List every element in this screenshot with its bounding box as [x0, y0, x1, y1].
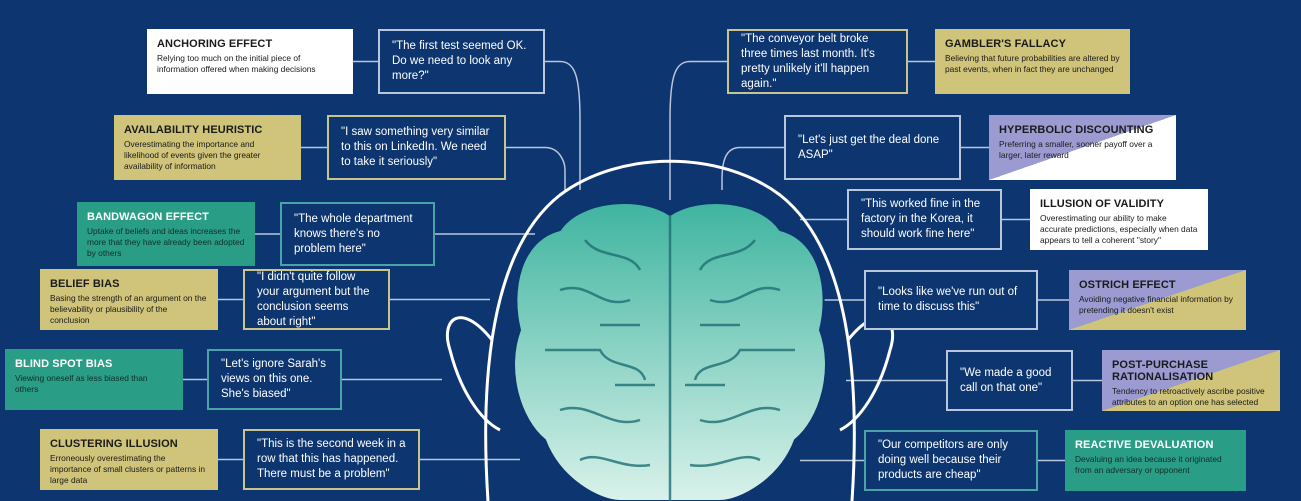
bias-definition: Viewing oneself as less biased than othe…: [15, 373, 148, 394]
bias-name: GAMBLER'S FALLACY: [945, 38, 1067, 50]
brain-icon: [513, 202, 827, 501]
quote-box-availability-heuristic: "I saw something very similar to this on…: [327, 115, 506, 180]
bias-card-hyperbolic-discounting: HYPERBOLIC DISCOUNTING Preferring a small…: [989, 115, 1176, 180]
bias-definition: Overestimating our ability to make accur…: [1040, 213, 1198, 245]
bias-card-reactive-devaluation: REACTIVE DEVALUATION Devaluing an idea be…: [1065, 430, 1246, 491]
quote-box-belief-bias: "I didn't quite follow your argument but…: [243, 269, 390, 330]
connector-line: [721, 146, 989, 190]
bias-definition: Devaluing an idea because it originated …: [1075, 454, 1222, 475]
bias-card-availability-heuristic: AVAILABILITY HEURISTIC Overestimating the…: [114, 115, 301, 180]
bias-definition: Relying too much on the initial piece of…: [157, 53, 316, 74]
quote-text: "We made a good call on that one": [960, 366, 1052, 394]
bias-card-anchoring-effect: ANCHORING EFFECT Relying too much on the …: [147, 29, 353, 94]
bias-name: HYPERBOLIC DISCOUNTING: [999, 124, 1154, 136]
quote-text: "I didn't quite follow your argument but…: [257, 270, 370, 328]
quote-box-gambler-s-fallacy: "The conveyor belt broke three times las…: [727, 29, 908, 94]
bias-definition: Basing the strength of an argument on th…: [50, 293, 207, 325]
bias-card-clustering-illusion: CLUSTERING ILLUSION Erroneously overestim…: [40, 429, 218, 490]
bias-name: CLUSTERING ILLUSION: [50, 438, 178, 450]
quote-text: "Let's ignore Sarah's views on this one.…: [221, 358, 327, 400]
bias-card-blind-spot-bias: BLIND SPOT BIAS Viewing oneself as less b…: [5, 349, 183, 410]
connector-line: [669, 60, 935, 200]
bias-card-gambler-s-fallacy: GAMBLER'S FALLACY Believing that future p…: [935, 29, 1130, 94]
quote-box-hyperbolic-discounting: "Let's just get the deal done ASAP": [784, 115, 961, 180]
quote-text: "This is the second week in a row that t…: [257, 438, 406, 480]
quote-text: "The first test seemed OK. Do we need to…: [392, 40, 527, 82]
quote-text: "Let's just get the deal done ASAP": [798, 133, 940, 161]
quote-text: "This worked fine in the factory in the …: [861, 198, 981, 240]
quote-box-clustering-illusion: "This is the second week in a row that t…: [243, 429, 420, 490]
bias-definition: Avoiding negative financial information …: [1079, 294, 1233, 315]
quote-text: "The conveyor belt broke three times las…: [741, 32, 875, 90]
bias-card-post-purchase-rationalisation: POST-PURCHASE RATIONALISATION Tendency to…: [1102, 350, 1280, 411]
bias-name: REACTIVE DEVALUATION: [1075, 439, 1214, 451]
bias-definition: Preferring a smaller, sooner payoff over…: [999, 139, 1153, 160]
bias-definition: Overestimating the importance and likeli…: [124, 139, 261, 171]
quote-text: "I saw something very similar to this on…: [341, 126, 490, 168]
bias-name: ANCHORING EFFECT: [157, 38, 273, 50]
bias-card-bandwagon-effect: BANDWAGON EFFECT Uptake of beliefs and id…: [77, 202, 255, 266]
bias-name: BELIEF BIAS: [50, 278, 120, 290]
quote-text: "Our competitors are only doing well bec…: [878, 439, 1008, 481]
bias-definition: Erroneously overestimating the importanc…: [50, 453, 205, 485]
quote-text: "The whole department knows there's no p…: [294, 212, 413, 255]
bias-name: BLIND SPOT BIAS: [15, 358, 113, 370]
connector-lines: [183, 60, 1102, 462]
bias-name: OSTRICH EFFECT: [1079, 279, 1176, 291]
quote-text: "Looks like we've run out of time to dis…: [878, 286, 1018, 313]
bias-card-illusion-of-validity: ILLUSION OF VALIDITY Overestimating our a…: [1030, 189, 1208, 250]
connector-line: [301, 146, 566, 190]
bias-card-ostrich-effect: OSTRICH EFFECT Avoiding negative financia…: [1069, 270, 1246, 330]
bias-name: POST-PURCHASE RATIONALISATION: [1112, 359, 1214, 383]
quote-box-blind-spot-bias: "Let's ignore Sarah's views on this one.…: [207, 349, 342, 410]
bias-name: ILLUSION OF VALIDITY: [1040, 198, 1165, 210]
bias-definition: Tendency to retroactively ascribe positi…: [1112, 386, 1265, 407]
bias-name: AVAILABILITY HEURISTIC: [124, 124, 263, 136]
bias-definition: Uptake of beliefs and ideas increases th…: [87, 226, 245, 258]
quote-box-bandwagon-effect: "The whole department knows there's no p…: [280, 202, 435, 266]
quote-box-illusion-of-validity: "This worked fine in the factory in the …: [847, 189, 1002, 250]
bias-definition: Believing that future probabilities are …: [945, 53, 1120, 74]
bias-card-belief-bias: BELIEF BIAS Basing the strength of an arg…: [40, 269, 218, 330]
bias-name: BANDWAGON EFFECT: [87, 211, 209, 223]
quote-box-post-purchase-rationalisation: "We made a good call on that one": [946, 350, 1073, 411]
quote-box-reactive-devaluation: "Our competitors are only doing well bec…: [864, 430, 1038, 491]
connector-line: [353, 60, 581, 190]
quote-box-ostrich-effect: "Looks like we've run out of time to dis…: [864, 270, 1038, 330]
quote-box-anchoring-effect: "The first test seemed OK. Do we need to…: [378, 29, 545, 94]
